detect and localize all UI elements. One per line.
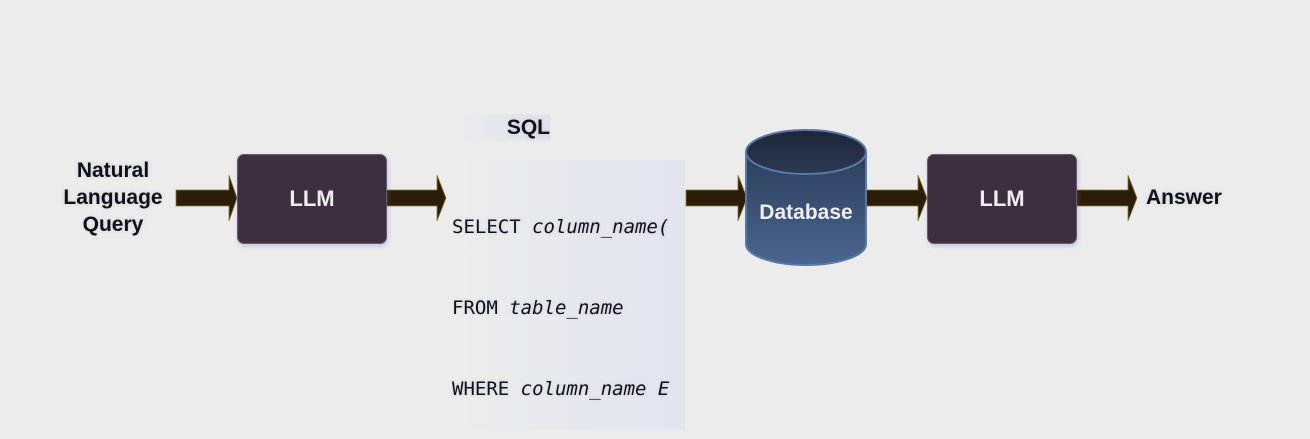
sql-line: FROM table_name [452, 295, 685, 322]
sql-keyword: SELECT [452, 216, 533, 238]
sql-keyword: FROM [452, 297, 510, 319]
arrow-llm-to-sql [385, 174, 447, 222]
arrow-query-to-llm [175, 174, 238, 222]
llm-box-second: LLM [927, 154, 1077, 244]
arrow-database-to-llm [865, 174, 928, 222]
sql-value: column_name( [532, 216, 670, 238]
sql-line: WHERE column_name E [452, 376, 685, 403]
database-cylinder [745, 129, 867, 266]
sql-value: table_name [509, 297, 624, 319]
sql-line: SELECT column_name( [452, 214, 685, 241]
input-label-line: Natural [76, 159, 150, 182]
arrow-llm-to-answer [1075, 174, 1138, 222]
sql-query-block: SELECT column_name( FROM table_name WHER… [452, 160, 685, 430]
llm-box-first: LLM [237, 154, 387, 244]
llm-label: LLM [289, 186, 335, 211]
sql-keyword: WHERE [452, 378, 521, 400]
llm-label: LLM [979, 186, 1025, 211]
database-label: Database [759, 201, 852, 224]
input-label: Natural Language Query [50, 157, 176, 238]
sql-value: column_name E [520, 378, 670, 400]
output-label: Answer [1146, 186, 1222, 209]
sql-label: SQL [458, 114, 550, 141]
input-label-line: Query [82, 213, 144, 236]
arrow-sql-to-database [685, 174, 748, 222]
input-label-line: Language [63, 186, 163, 209]
